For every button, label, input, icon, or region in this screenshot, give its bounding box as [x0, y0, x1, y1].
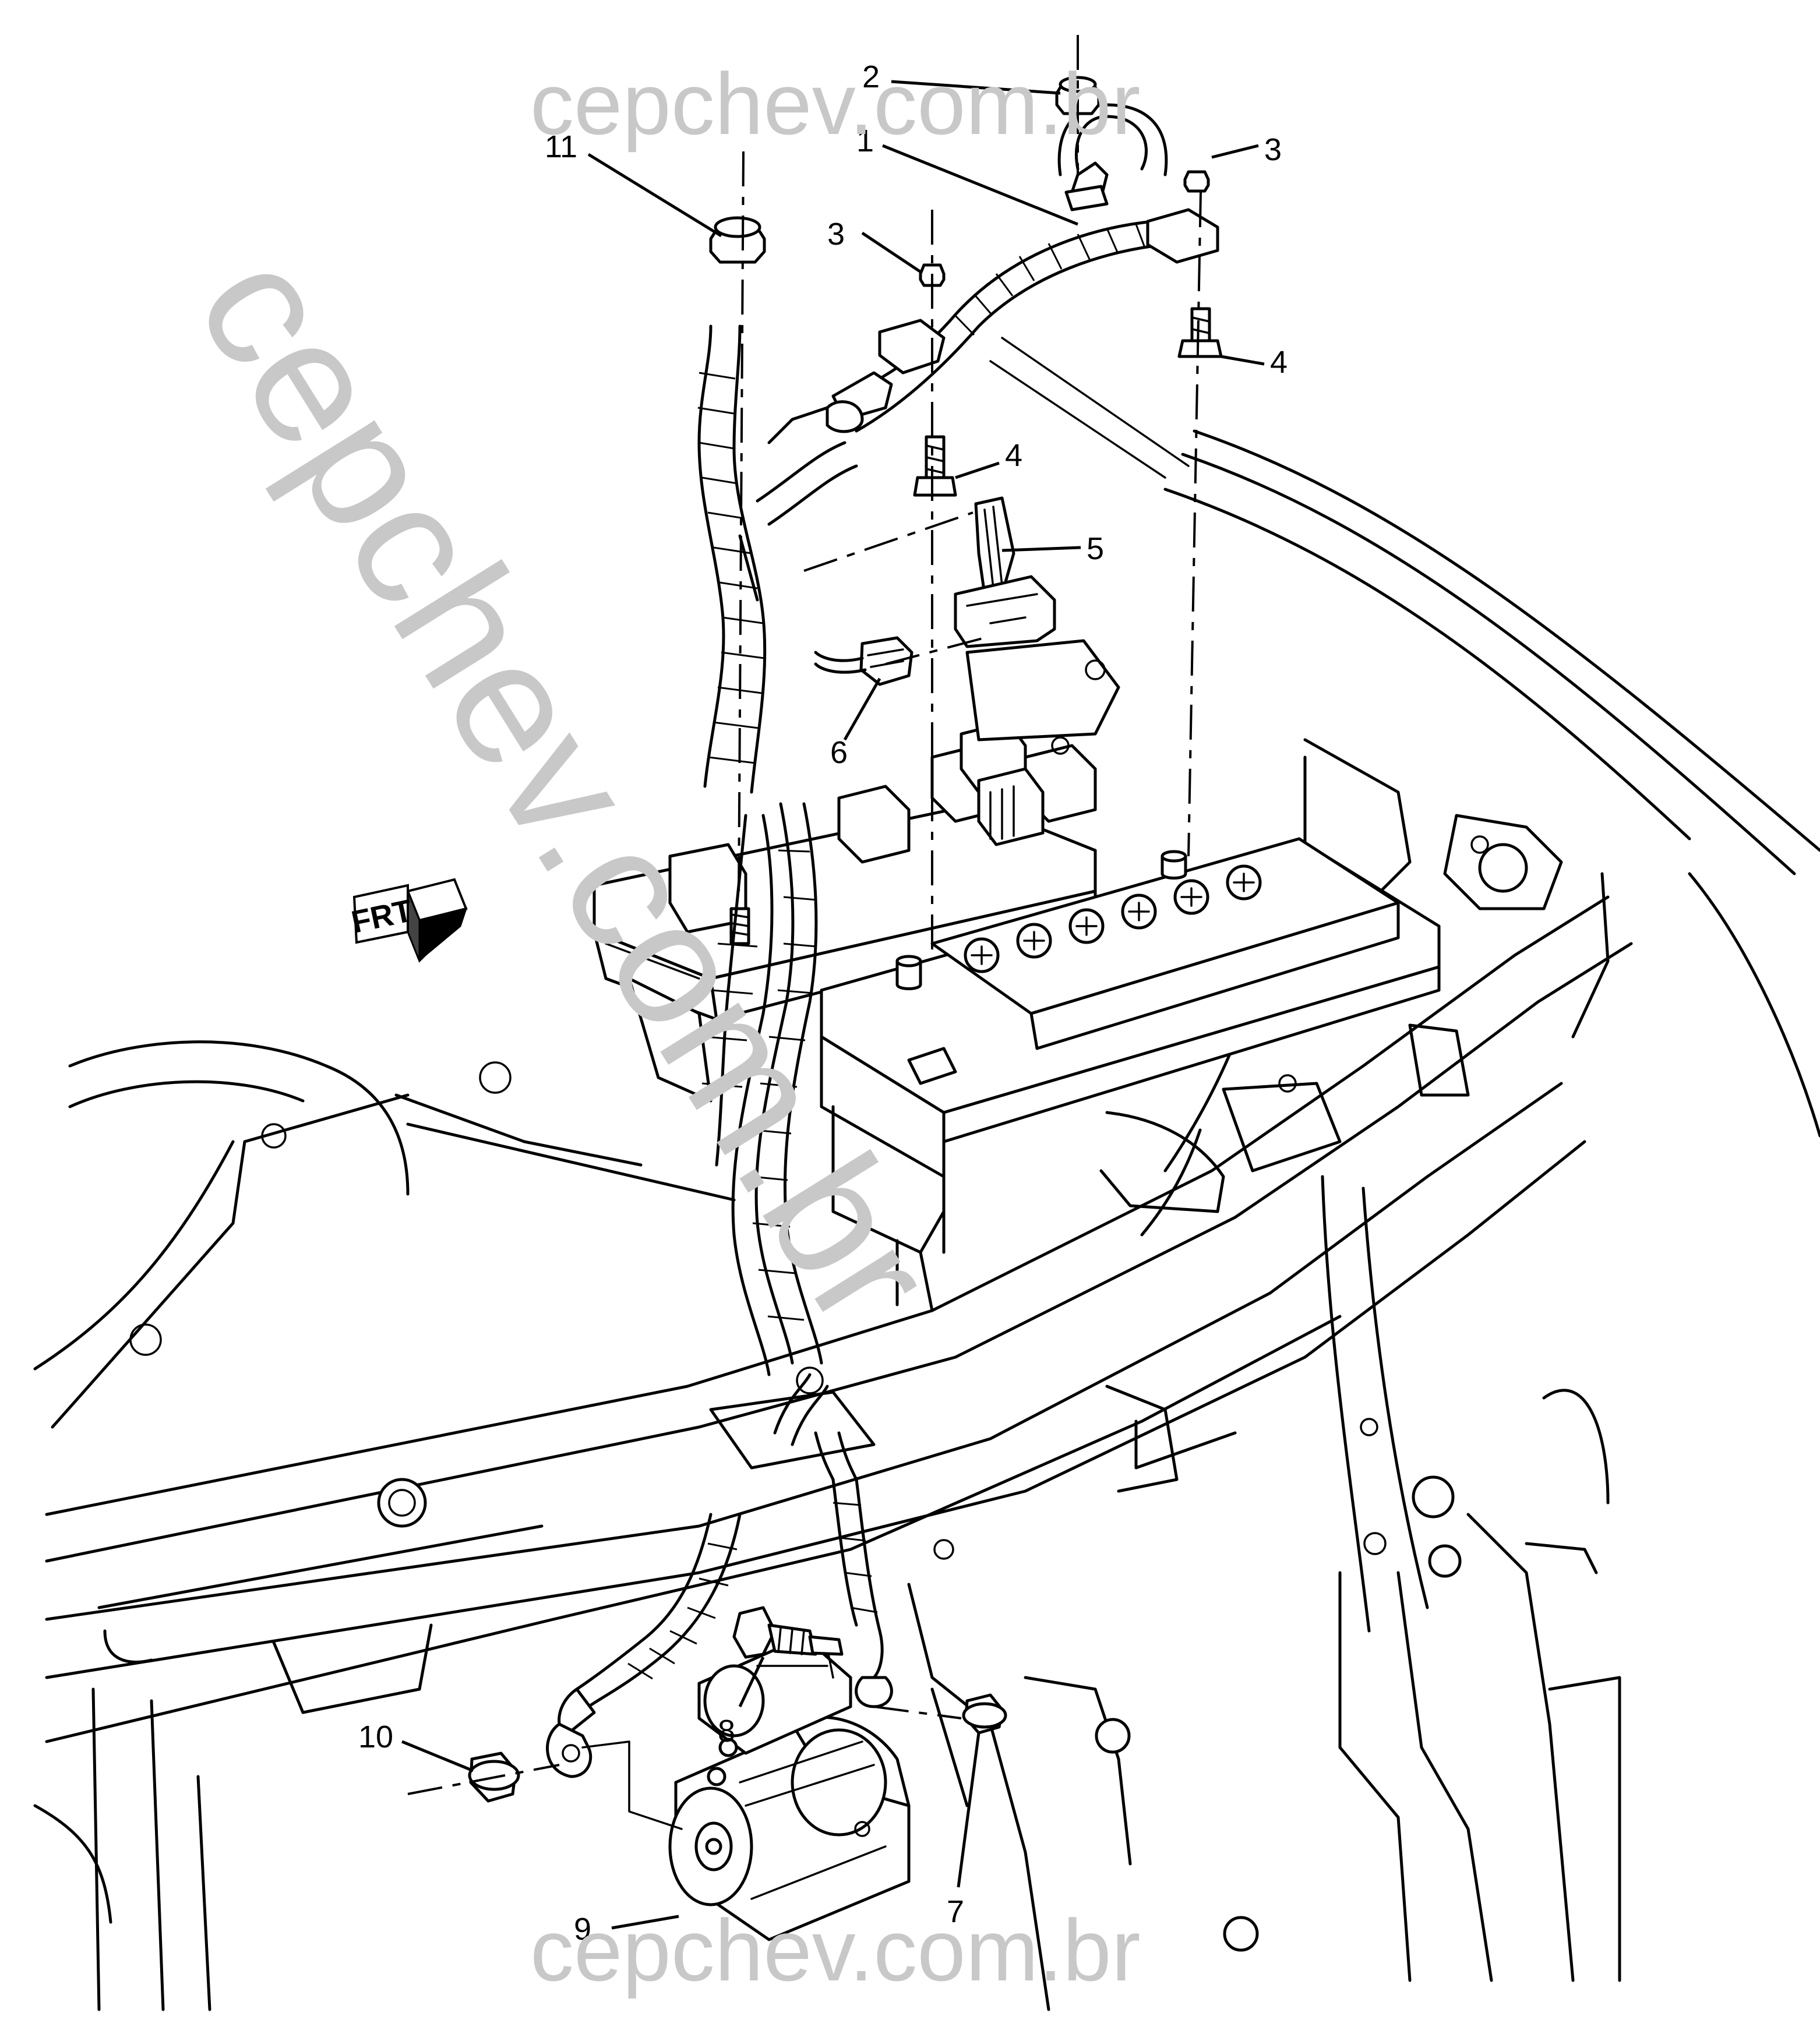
- callout-3-left: 3: [827, 217, 845, 252]
- lower-lead-wrap-bands: [701, 849, 817, 1321]
- connector-6: [814, 636, 913, 686]
- assembly-centerlines: [407, 35, 1202, 1830]
- watermark-bottom: cepchev.com.br: [530, 1901, 1141, 1999]
- callout-9: 9: [574, 1912, 591, 1947]
- vehicle-body-structure: [33, 337, 1820, 2011]
- callout-8: 8: [718, 1714, 735, 1749]
- front-arrow-icon: FRT: [348, 878, 468, 963]
- nut-3-right: [1183, 170, 1210, 193]
- nut-7: [962, 1693, 1007, 1735]
- callout-2: 2: [862, 59, 880, 94]
- starter-lead-wrap-bands: [627, 1542, 738, 1680]
- callout-labels: 1 2 3 3 4 4 5 6 7 8 9 10 11: [358, 59, 1288, 1947]
- watermark-top: cepchev.com.br: [530, 55, 1141, 153]
- callout-10: 10: [358, 1719, 393, 1754]
- callout-1: 1: [856, 123, 874, 158]
- ground-lead-wrap-bands: [833, 1502, 878, 1613]
- callout-4-left: 4: [1005, 438, 1022, 473]
- leader-lines: [401, 80, 1265, 1930]
- callout-6: 6: [830, 735, 848, 770]
- terminal-cover-5: [954, 496, 1056, 648]
- callout-5: 5: [1087, 531, 1104, 566]
- harness-wrap-bands: [954, 224, 1146, 336]
- callout-7: 7: [947, 1894, 964, 1929]
- callout-11: 11: [545, 129, 577, 164]
- cell-caps: [964, 864, 1262, 973]
- bolt-4-right: [1177, 307, 1223, 358]
- battery-cable-harness: [546, 103, 1219, 1778]
- callout-4-right: 4: [1270, 345, 1288, 380]
- nut-11: [709, 216, 766, 264]
- stud-8: [732, 1606, 844, 1659]
- bolt-4-left: [913, 435, 957, 497]
- callout-3-right: 3: [1264, 132, 1282, 167]
- underhood-fuse-block: [592, 639, 1120, 1103]
- battery: [820, 837, 1441, 1312]
